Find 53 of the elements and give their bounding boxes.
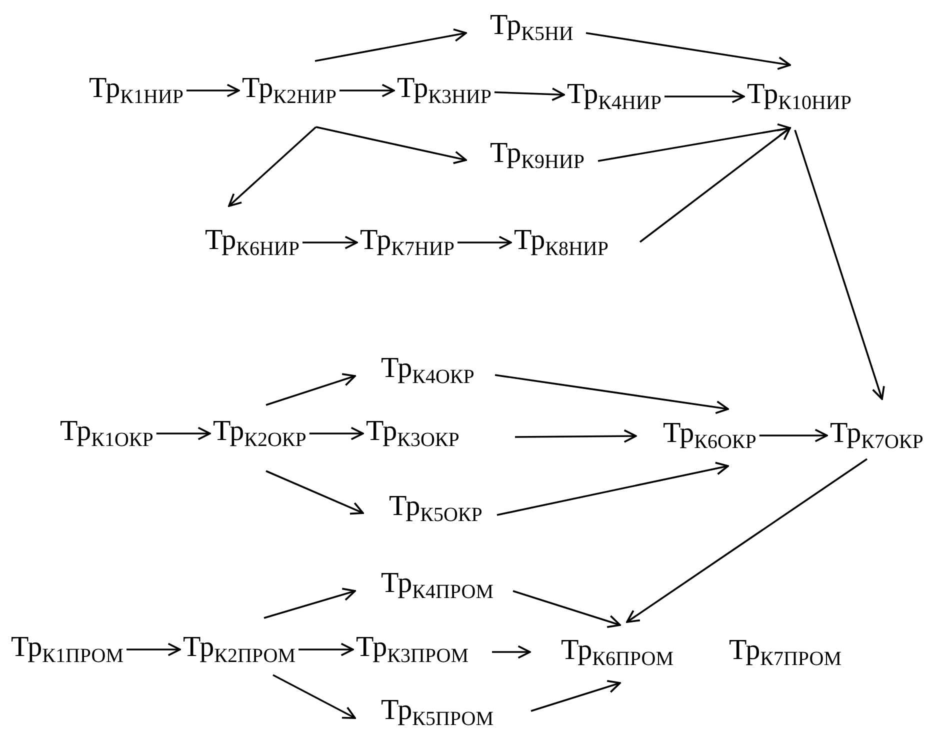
arrow — [494, 88, 565, 102]
arrow — [530, 680, 621, 712]
arrow — [316, 126, 467, 164]
arrow — [515, 429, 637, 443]
formula-label: Тр$_{К3НИР}$ — [397, 74, 492, 107]
arrow — [759, 428, 828, 442]
formula-label: Тр$_{К7ПРОМ}$ — [729, 636, 842, 669]
arrow — [314, 28, 467, 62]
arrow — [664, 90, 745, 104]
formula-label: Тр$_{К1ПРОМ}$ — [11, 633, 124, 666]
formula-label: Тр$_{К8НИР}$ — [514, 226, 608, 259]
arrow — [309, 426, 364, 440]
formula-label: Тр$_{К3ОКР}$ — [366, 417, 460, 450]
arrow — [494, 374, 729, 414]
formula-label: Тр$_{К7НИР}$ — [360, 226, 454, 259]
arrow — [126, 642, 181, 656]
formula-label: Тр$_{К4ОКР}$ — [381, 354, 474, 387]
arrow — [512, 590, 621, 628]
arrow — [298, 642, 354, 656]
arrow — [302, 236, 358, 250]
formula-label: Тр$_{К7ОКР}$ — [830, 419, 924, 452]
arrow — [626, 458, 868, 623]
arrow — [156, 426, 211, 440]
formula-label: Тр$_{К5ОКР}$ — [389, 492, 482, 525]
arrow — [586, 32, 791, 70]
formula-label: Тр$_{К4ПРОМ}$ — [381, 569, 494, 602]
arrow — [339, 84, 395, 98]
formula-label: Тр$_{К3ПРОМ}$ — [356, 633, 469, 666]
arrow — [492, 645, 531, 659]
arrow — [794, 130, 885, 400]
arrow — [186, 84, 240, 98]
arrow — [496, 462, 729, 516]
arrow — [639, 127, 791, 243]
formula-label: Тр$_{К2ПРОМ}$ — [183, 633, 296, 666]
formula-label: Тр$_{К6НИР}$ — [205, 226, 300, 259]
formula-label: Тр$_{К6ПРОМ}$ — [561, 636, 674, 669]
formula-label: Тр$_{К1НИР}$ — [89, 74, 184, 107]
formula-label: Тр$_{К1ОКР}$ — [60, 417, 154, 450]
formula-label: Тр$_{К6ОКР}$ — [663, 419, 756, 452]
arrow — [272, 674, 356, 719]
formula-label: Тр$_{К2НИР}$ — [242, 74, 336, 107]
formula-label: Тр$_{К9НИР}$ — [490, 139, 584, 172]
formula-label: Тр$_{К10НИР}$ — [747, 80, 852, 113]
formula-label: Тр$_{К2ОКР}$ — [213, 417, 306, 450]
arrow — [266, 373, 356, 406]
formula-label: Тр$_{К4НИР}$ — [567, 80, 662, 113]
arrow — [598, 123, 791, 162]
formula-label: Тр$_{К5ПРОМ}$ — [381, 696, 494, 729]
arrow — [266, 470, 364, 515]
arrow — [264, 588, 356, 619]
arrow — [457, 236, 512, 250]
formula-label: Тр$_{К5НИ}$ — [490, 11, 574, 44]
arrow — [228, 126, 317, 207]
